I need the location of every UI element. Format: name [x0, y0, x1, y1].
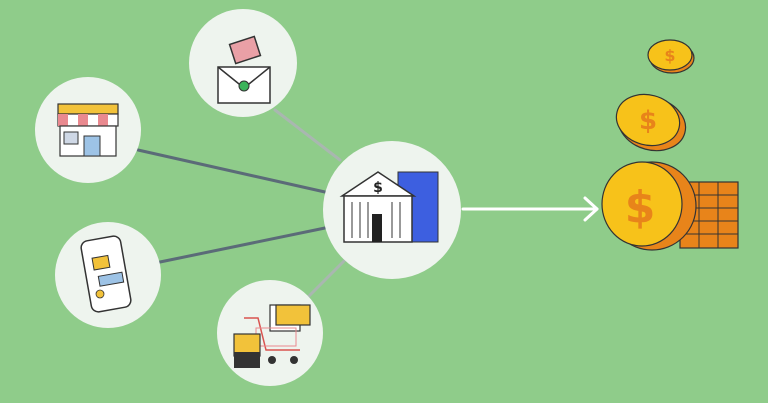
bank-building-icon: $: [339, 171, 439, 243]
connector-mail: [273, 108, 342, 162]
arrow-right-icon: [461, 196, 599, 222]
coin-symbol-medium: $: [639, 106, 657, 136]
large-coin: $: [601, 161, 697, 251]
flying-coin-small: $: [647, 39, 695, 74]
bank-circle: $: [323, 141, 461, 279]
coin-symbol-large: $: [625, 182, 656, 233]
coin-symbol-small: $: [664, 46, 675, 65]
mail-circle: [189, 9, 297, 117]
bank-dollar-symbol: $: [373, 180, 383, 196]
phone-circle: [55, 222, 161, 328]
cart-circle: [217, 280, 323, 386]
flying-coin-medium: $: [615, 93, 687, 152]
dollar-coin-stack-icon: $ $ $: [601, 39, 739, 251]
connector-store: [136, 148, 327, 194]
store-circle: [35, 77, 141, 183]
connector-phone: [158, 226, 327, 264]
envelope-icon: [217, 35, 271, 104]
mobile-phone-icon: [80, 235, 132, 313]
storefront-icon: [57, 103, 119, 157]
connector-lines: [136, 108, 347, 302]
connector-cart: [303, 258, 347, 302]
shopping-cart-icon: [233, 304, 311, 368]
